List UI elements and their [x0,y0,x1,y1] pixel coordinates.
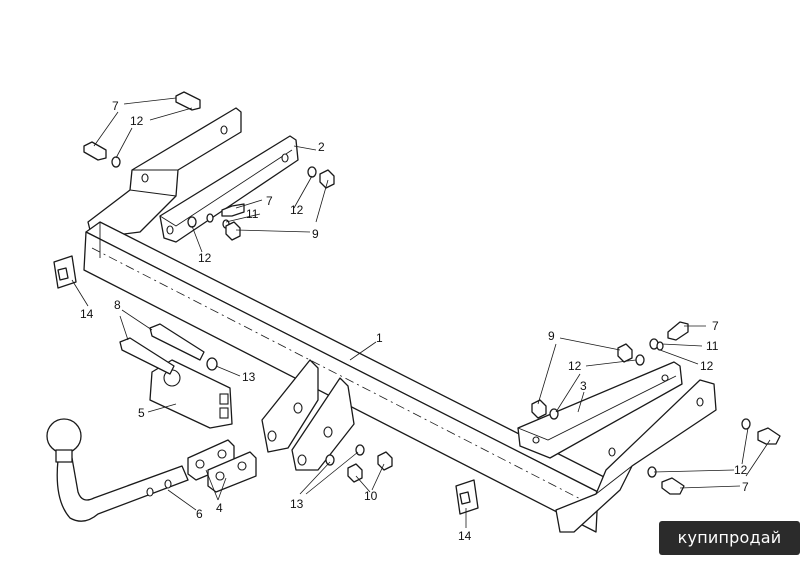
callout-8: 8 [114,298,121,312]
callout-5: 5 [138,406,145,420]
callout-9-left: 9 [312,227,319,241]
site-watermark: купипродай [659,521,800,555]
callout-14-bottom: 14 [458,529,472,543]
part-3-bracket [517,361,683,459]
callout-7-top: 7 [112,99,119,113]
callout-7-right-lower: 7 [742,480,749,494]
callout-2: 2 [318,140,325,154]
callout-3: 3 [580,379,587,393]
callout-13-bottom: 13 [290,497,304,511]
callout-7-right-upper: 7 [712,319,719,333]
callout-9-right: 9 [548,329,555,343]
callout-11-right: 11 [706,339,719,353]
callout-12-top: 12 [130,114,144,128]
part-4-spacers [187,439,257,493]
callout-12-right-lower: 12 [734,463,748,477]
center-mount-plates [261,359,355,471]
callout-11-left: 11 [246,207,259,221]
callout-14-left: 14 [80,307,94,321]
part-5-mount-plate [149,359,233,429]
part-2-bracket [159,135,299,243]
callout-12-middle: 12 [290,203,304,217]
callout-4: 4 [216,501,223,515]
callout-10: 10 [364,489,378,503]
callout-13-left: 13 [242,370,256,384]
bolts [83,91,781,495]
part-6-tow-ball [46,418,189,522]
callout-12-lower-left: 12 [198,251,212,265]
callout-12-right-middle: 12 [568,359,582,373]
callout-labels: 7 12 2 7 11 12 9 12 14 1 8 13 5 4 6 13 1… [80,99,749,543]
callout-7-middle: 7 [266,194,273,208]
callout-1: 1 [376,331,383,345]
leader-lines [71,97,771,528]
callout-12-right-upper: 12 [700,359,714,373]
callout-6: 6 [196,507,203,521]
right-side-bracket [555,379,717,533]
part-14-plugs [53,255,479,515]
